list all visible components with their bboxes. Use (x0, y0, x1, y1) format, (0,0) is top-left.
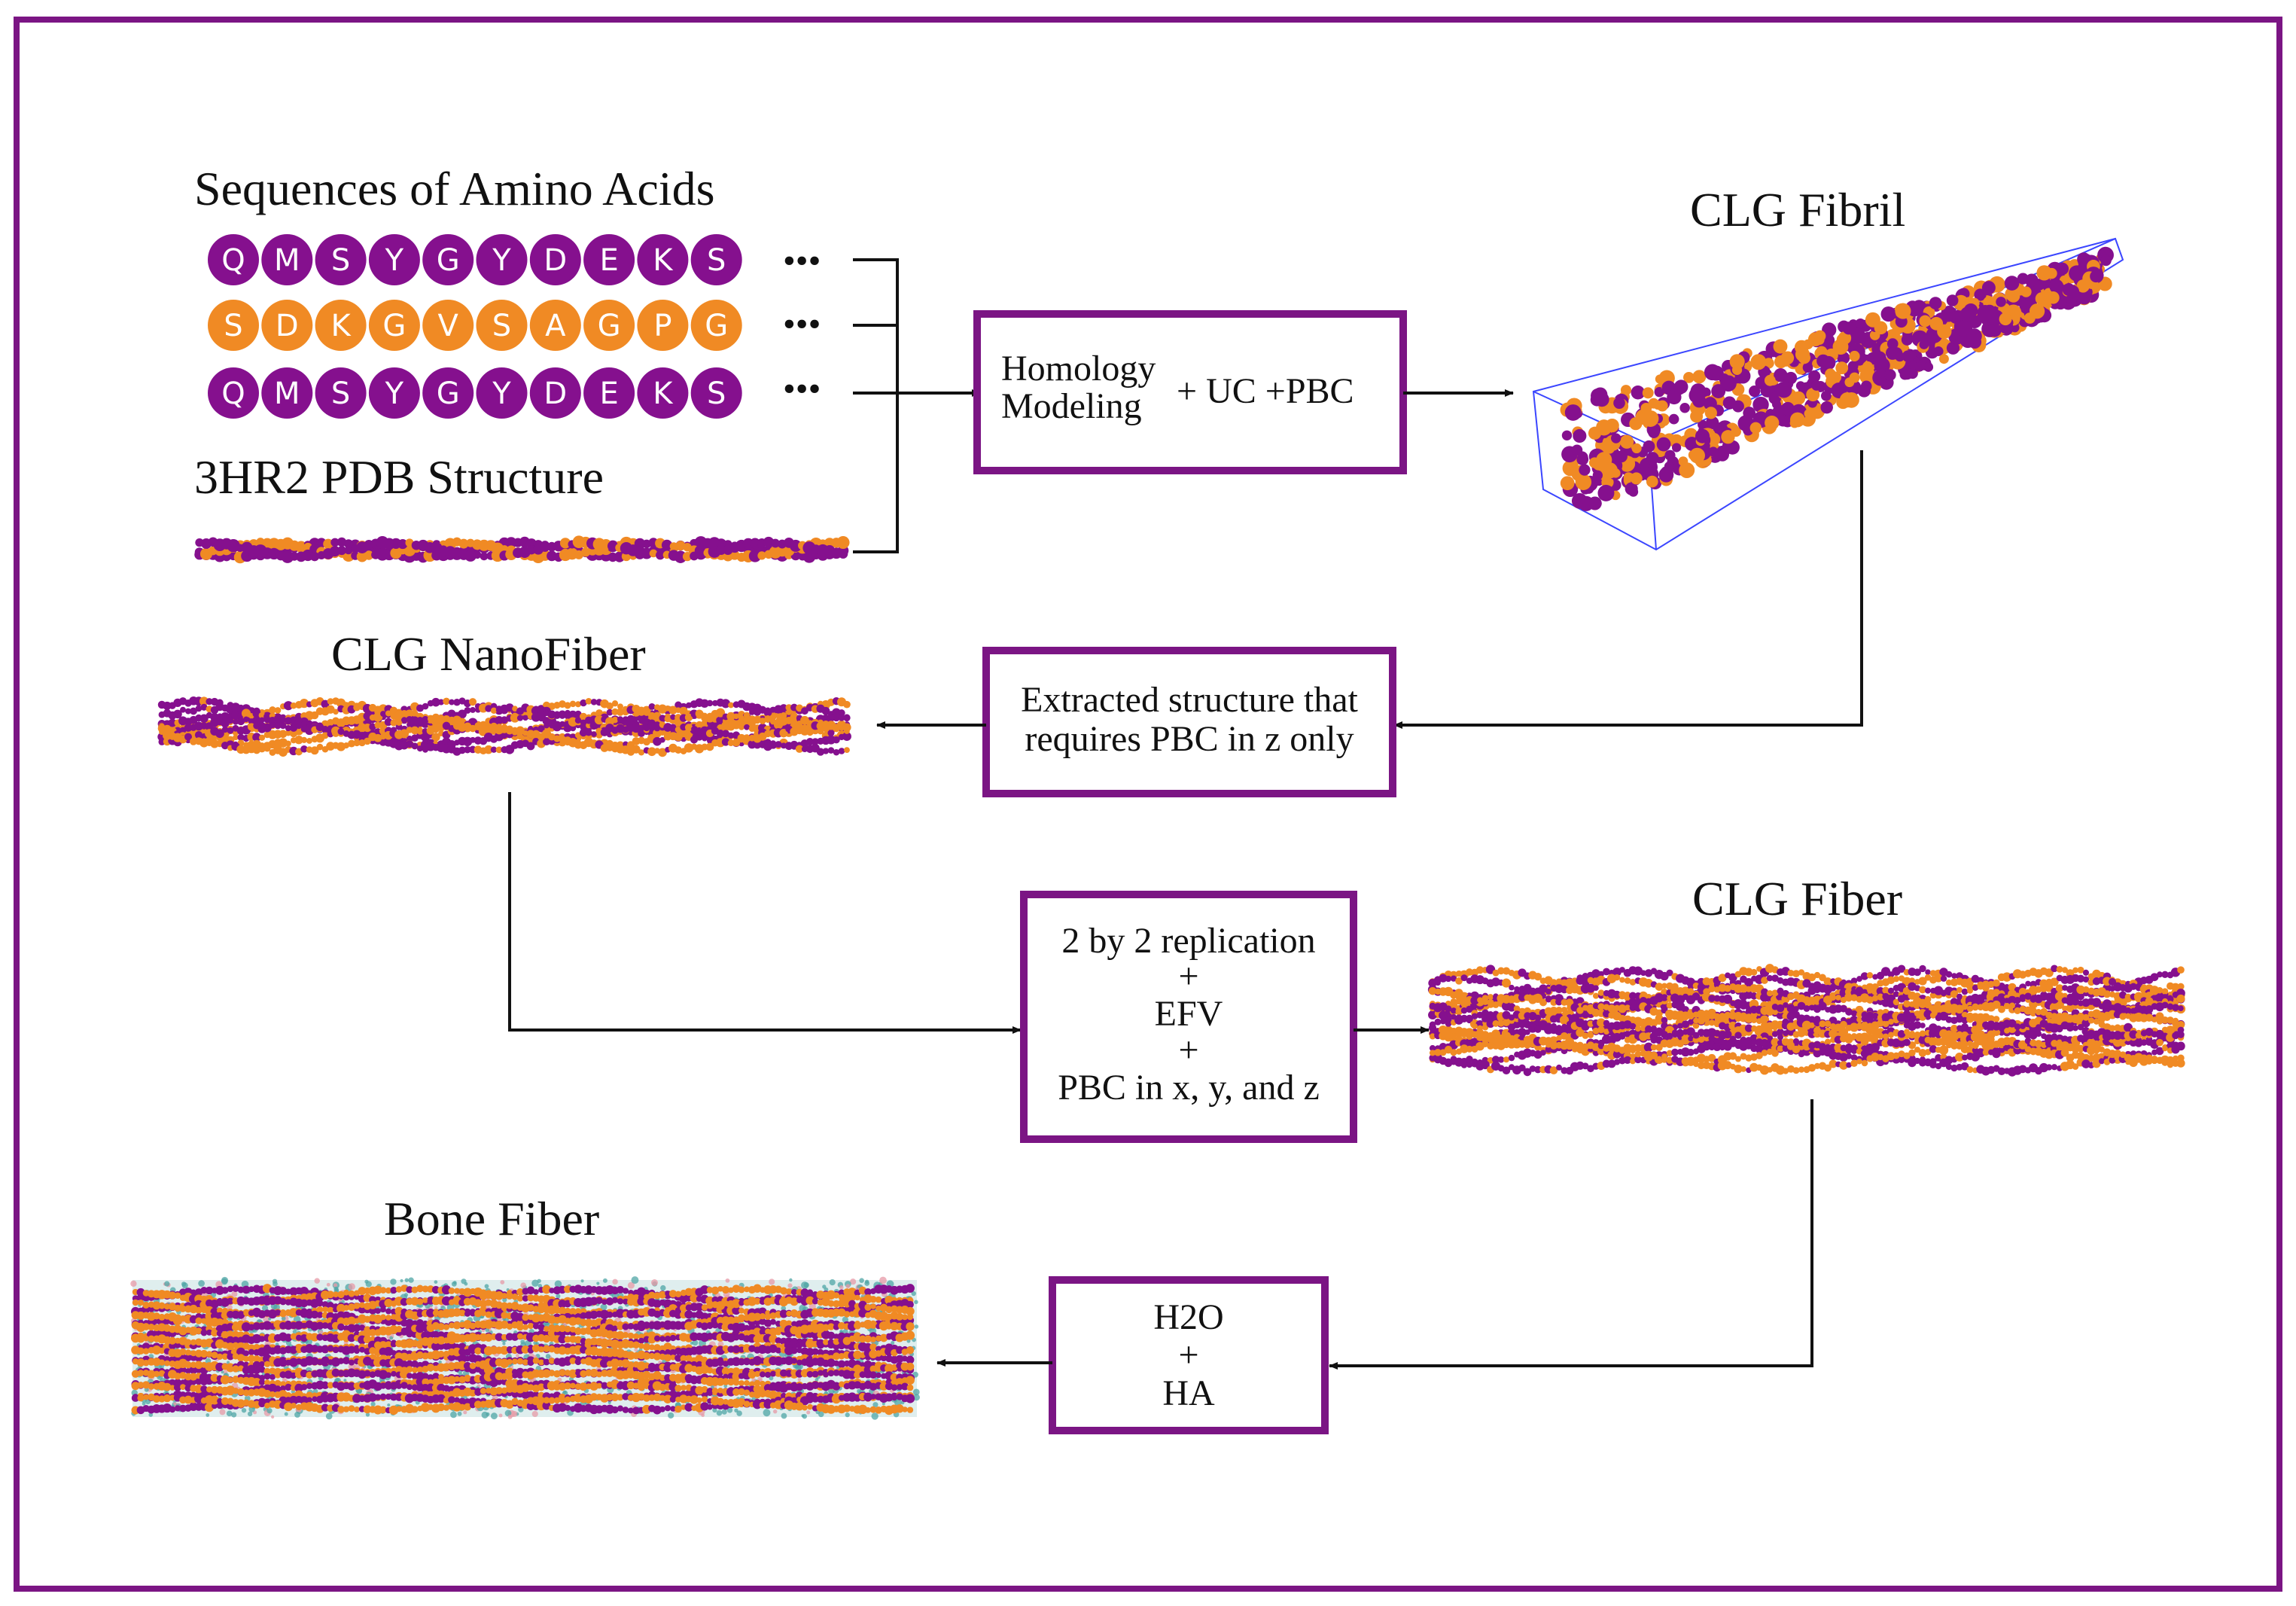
homology-suffix: + UC +PBC (1177, 371, 1354, 411)
residue-bead: K (315, 300, 367, 351)
residue-bead: K (637, 234, 689, 285)
residue-letter: P (653, 309, 671, 343)
replication-line3: PBC in x, y, and z (1058, 1068, 1320, 1108)
clg-fiber-title: CLG Fiber (1692, 872, 1902, 925)
residue-bead: Y (476, 234, 528, 285)
residue-letter: D (544, 376, 567, 411)
residue-bead: S (476, 300, 528, 351)
residue-bead: G (422, 367, 474, 419)
input-bracket (853, 258, 899, 553)
clg-nanofiber-title: CLG NanoFiber (331, 627, 646, 681)
residue-letter: D (544, 243, 567, 278)
residue-letter: G (437, 376, 460, 411)
residue-letter: S (331, 243, 350, 278)
mineral-plus: + (1178, 1335, 1198, 1375)
residue-bead: G (368, 300, 420, 351)
residue-bead: P (637, 300, 689, 351)
residue-letter: M (274, 243, 300, 278)
residue-bead: Y (476, 367, 528, 419)
pdb-structure-title: 3HR2 PDB Structure (194, 450, 604, 504)
bone-fiber-title: Bone Fiber (384, 1192, 599, 1245)
residue-letter: Y (492, 376, 511, 411)
residue-bead: S (208, 300, 259, 351)
residue-bead: G (690, 300, 742, 351)
residue-bead: E (583, 234, 635, 285)
residue-bead: Y (368, 234, 420, 285)
residue-letter: K (653, 376, 674, 411)
residue-bead: S (315, 234, 367, 285)
homology-modeling-box: Homology Modeling + UC +PBC (973, 310, 1407, 474)
residue-letter: Q (221, 376, 245, 411)
residue-bead: S (315, 367, 367, 419)
residue-letter: G (598, 309, 621, 343)
residue-letter: S (707, 243, 726, 278)
replication-plus2: + (1178, 1030, 1198, 1070)
residue-letter: G (705, 309, 728, 343)
replication-box: 2 by 2 replication + EFV + PBC in x, y, … (1020, 891, 1357, 1143)
residue-bead: D (529, 367, 581, 419)
residue-bead: G (422, 234, 474, 285)
residue-bead: M (261, 367, 313, 419)
sequence-ellipsis: ••• (783, 241, 821, 281)
mineral-line1: H2O (1153, 1297, 1223, 1337)
sequence-ellipsis: ••• (783, 369, 821, 409)
clg-fibril-render (1532, 237, 2124, 551)
residue-bead: S (690, 234, 742, 285)
homology-line2: Modeling (1001, 386, 1142, 426)
extract-structure-box: Extracted structure that requires PBC in… (982, 647, 1396, 797)
residue-bead: M (261, 234, 313, 285)
residue-letter: Y (385, 376, 404, 411)
residue-letter: Q (221, 243, 245, 278)
extract-line2: requires PBC in z only (1025, 719, 1354, 759)
residue-letter: Y (492, 243, 511, 278)
residue-letter: E (599, 243, 618, 278)
replication-line2: EFV (1155, 994, 1223, 1034)
residue-letter: G (382, 309, 406, 343)
residue-bead: Q (208, 367, 259, 419)
replication-plus1: + (1178, 956, 1198, 996)
residue-letter: Y (385, 243, 404, 278)
residue-letter: E (599, 376, 618, 411)
arrow-nanofiber-to-replication (508, 792, 1022, 1034)
residue-bead: G (583, 300, 635, 351)
residue-bead: D (529, 234, 581, 285)
sequences-title: Sequences of Amino Acids (194, 162, 714, 215)
residue-letter: D (276, 309, 299, 343)
residue-bead: A (529, 300, 581, 351)
residue-bead: E (583, 367, 635, 419)
replication-line1: 2 by 2 replication (1061, 921, 1315, 961)
residue-bead: D (261, 300, 313, 351)
clg-fibril-title: CLG Fibril (1690, 183, 1905, 236)
sequence-ellipsis: ••• (783, 304, 821, 344)
clg-fiber-render (1427, 964, 2186, 1077)
extract-line1: Extracted structure that (1021, 680, 1358, 720)
homology-line1: Homology (1001, 349, 1156, 389)
outer-frame (14, 17, 2282, 1592)
residue-letter: S (492, 309, 511, 343)
residue-bead: Y (368, 367, 420, 419)
residue-letter: S (707, 376, 726, 411)
residue-bead: Q (208, 234, 259, 285)
residue-letter: S (331, 376, 350, 411)
arrow-fibril-to-extract (1393, 450, 1863, 729)
arrow-fiber-to-mineral (1329, 1099, 1813, 1370)
mineral-line2: HA (1162, 1373, 1215, 1413)
residue-bead: V (422, 300, 474, 351)
pdb-structure-strand (194, 535, 850, 564)
bone-fiber-render (130, 1276, 920, 1420)
residue-letter: A (545, 309, 566, 343)
residue-letter: K (653, 243, 674, 278)
clg-nanofiber-render (157, 696, 851, 757)
residue-letter: M (274, 376, 300, 411)
residue-letter: G (437, 243, 460, 278)
residue-letter: K (330, 309, 352, 343)
residue-bead: S (690, 367, 742, 419)
residue-letter: V (438, 309, 459, 343)
residue-bead: K (637, 367, 689, 419)
mineral-box: H2O + HA (1049, 1276, 1329, 1434)
residue-letter: S (224, 309, 242, 343)
